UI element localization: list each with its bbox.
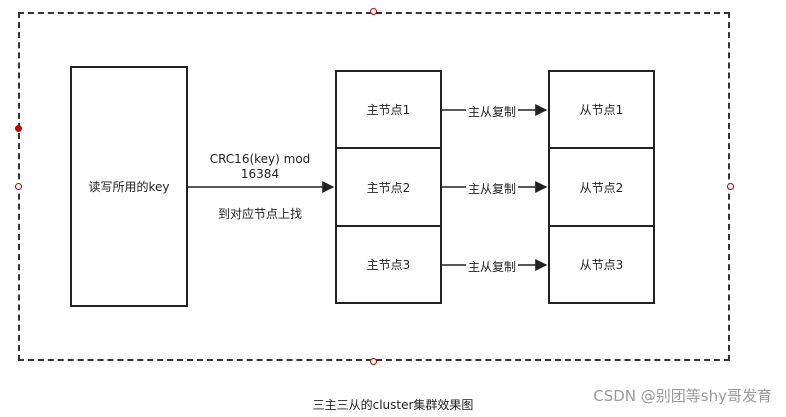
master-node-2-label: 主节点2 bbox=[366, 180, 411, 195]
slave-node-2: 从节点2 bbox=[548, 147, 655, 227]
slave-node-2-label: 从节点2 bbox=[579, 180, 624, 195]
selection-handle-top[interactable] bbox=[370, 8, 377, 15]
master-node-3-label: 主节点3 bbox=[366, 258, 411, 272]
replication-label-3: 主从复制 bbox=[466, 258, 519, 275]
master-node-2: 主节点2 bbox=[335, 147, 442, 227]
hash-label: CRC16(key) mod 16384 bbox=[200, 152, 320, 182]
master-node-3: 主节点3 bbox=[335, 225, 442, 304]
client-box-label: 读写所用的key bbox=[88, 180, 170, 194]
selection-handle-right[interactable] bbox=[727, 183, 734, 190]
selection-handle-left-active[interactable] bbox=[15, 125, 22, 132]
master-node-1-label: 主节点1 bbox=[366, 103, 411, 117]
selection-handle-left[interactable] bbox=[15, 183, 22, 190]
slave-node-1-label: 从节点1 bbox=[579, 103, 624, 117]
hash-label-line2: 16384 bbox=[240, 167, 280, 181]
hash-label-line1: CRC16(key) mod bbox=[209, 152, 311, 166]
selection-handle-bottom[interactable] bbox=[370, 358, 377, 365]
replication-label-1: 主从复制 bbox=[466, 103, 519, 120]
slave-node-3: 从节点3 bbox=[548, 225, 655, 304]
slave-node-3-label: 从节点3 bbox=[579, 258, 624, 272]
master-node-1: 主节点1 bbox=[335, 70, 442, 149]
client-box: 读写所用的key bbox=[70, 66, 188, 307]
slave-node-1: 从节点1 bbox=[548, 70, 655, 149]
replication-label-2: 主从复制 bbox=[466, 180, 519, 197]
diagram-caption: 三主三从的cluster集群效果图 bbox=[312, 398, 474, 412]
route-label: 到对应节点上找 bbox=[217, 207, 302, 221]
csdn-watermark: CSDN @别团等shy哥发育 bbox=[593, 387, 772, 405]
